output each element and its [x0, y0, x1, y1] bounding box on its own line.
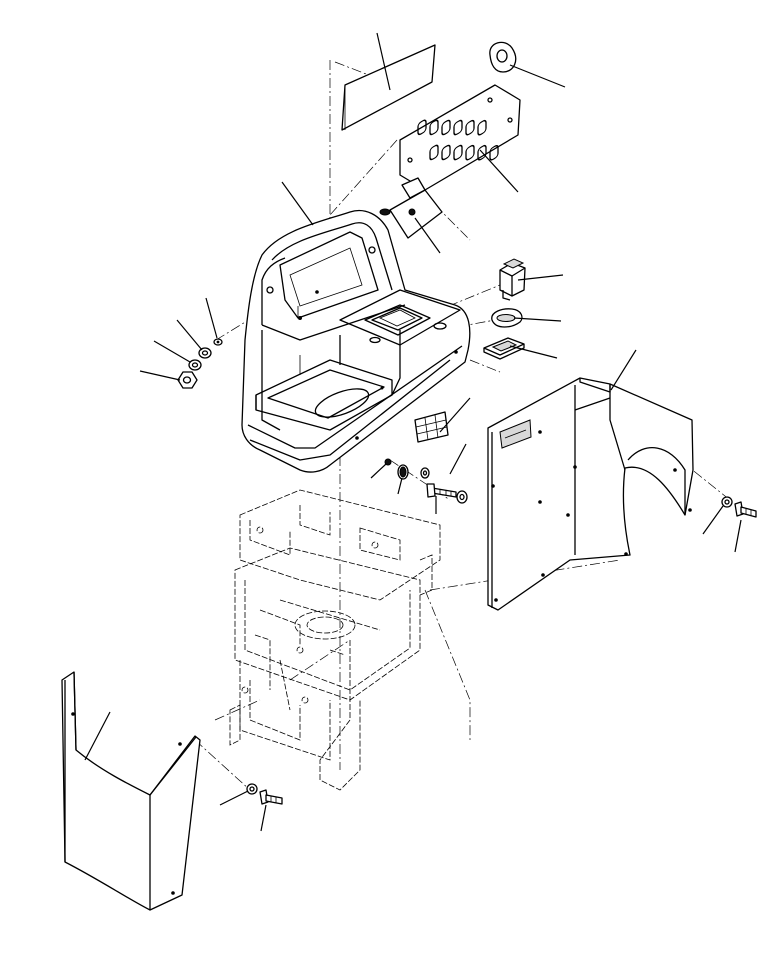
label-sticker — [414, 411, 449, 443]
bolt — [384, 458, 468, 504]
switch-boot — [483, 337, 525, 360]
bolt — [734, 501, 757, 518]
lock-washer — [198, 347, 212, 359]
bolt — [259, 789, 283, 805]
grommet — [489, 41, 517, 73]
switch-knob — [499, 258, 526, 301]
flat-washer — [188, 359, 202, 371]
right-side-cover — [487, 377, 694, 611]
chassis-frame — [229, 489, 441, 791]
hex-nut — [177, 371, 198, 389]
lock-washer — [721, 496, 733, 508]
console-housing — [241, 209, 471, 473]
decal-plate — [341, 44, 436, 131]
leader-lines — [84, 32, 742, 832]
panel-slots — [417, 119, 499, 161]
seal-ring — [491, 308, 523, 328]
switch-panel — [399, 84, 521, 191]
flat-washer — [246, 783, 258, 795]
nut — [213, 338, 223, 346]
front-cover — [61, 671, 201, 911]
panel-bracket — [379, 177, 443, 239]
